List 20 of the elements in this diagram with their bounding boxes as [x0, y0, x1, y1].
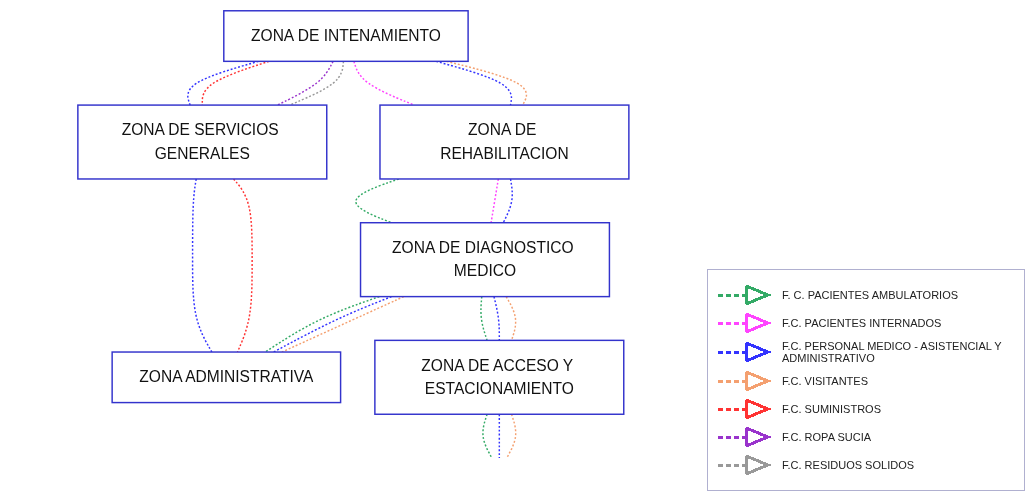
legend-text: F.C. SUMINISTROS — [782, 403, 881, 415]
node-box: ZONA DE ACCESO Y ESTACIONAMIENTO — [374, 339, 625, 415]
node-box: ZONA DE REHABILITACION — [379, 103, 630, 180]
node-box: ZONA ADMINISTRATIVA — [111, 350, 342, 403]
legend-text: F. C. PACIENTES AMBULATORIOS — [782, 289, 959, 301]
dashed-connector — [506, 413, 517, 459]
legend-text: F.C. ROPA SUCIA — [782, 431, 872, 443]
dashed-connector — [482, 413, 493, 459]
legend-text: F.C. PACIENTES INTERNADOS — [782, 317, 942, 329]
dashed-connector — [502, 177, 514, 223]
node-box: ZONA DE SERVICIOS GENERALES — [77, 103, 328, 180]
dashed-connector — [498, 413, 501, 459]
dashed-connector — [505, 295, 517, 341]
legend-text: F.C. RESIDUOS SOLIDOS — [782, 459, 915, 471]
node-box: ZONA DE INTENAMIENTO — [223, 9, 469, 62]
node-box: ZONA DE DIAGNOSTICO MEDICO — [359, 221, 611, 297]
legend-text: F.C. VISITANTES — [782, 375, 868, 387]
dashed-connector — [490, 177, 500, 223]
legend-text: F.C. PERSONAL MEDICO - ASISTENCIAL Y ADMINISTRATIVO — [782, 340, 1003, 364]
dashed-connector — [201, 60, 270, 106]
